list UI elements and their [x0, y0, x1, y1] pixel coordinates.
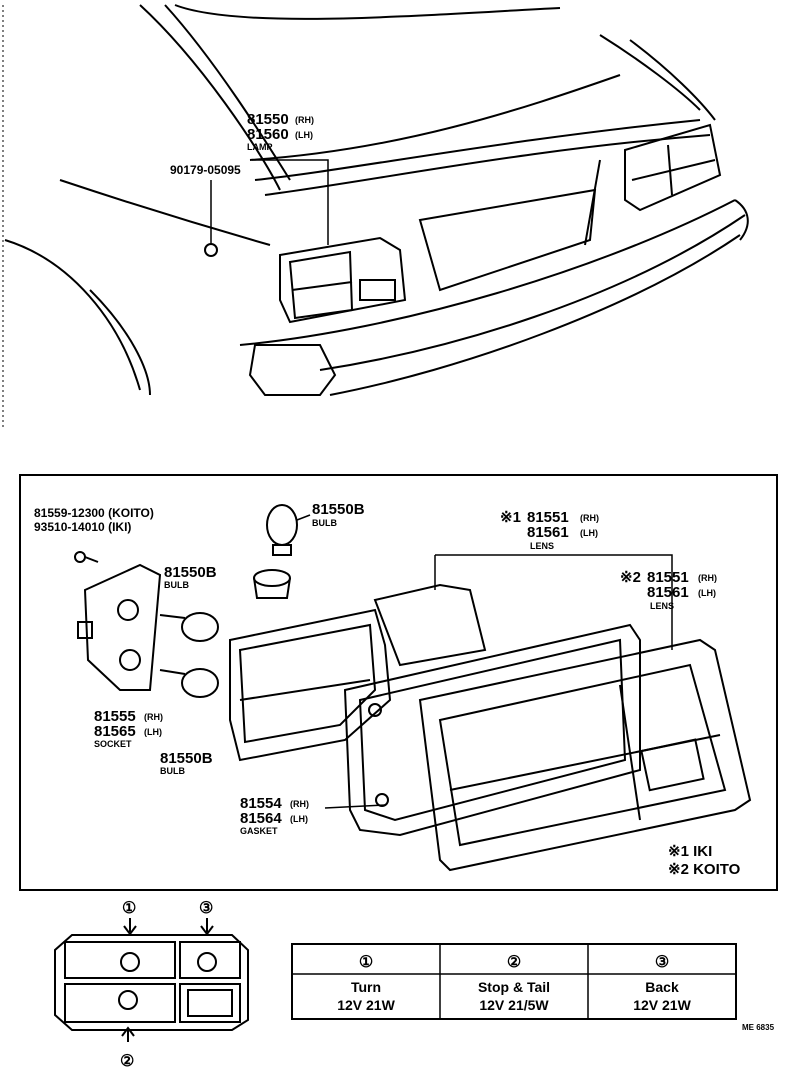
screw-part-label: 90179-05095: [170, 163, 241, 177]
bulb-mid-name: BULB: [164, 580, 189, 590]
legend-koito: ※2 KOITO: [668, 861, 741, 878]
lamp-rh-part: 81550: [247, 111, 289, 128]
callout-3: ③: [199, 900, 213, 917]
table-col3-name: Back: [645, 979, 679, 995]
lens1-mark: ※1: [500, 509, 521, 526]
lamp-face-illustration: [54, 918, 249, 1042]
table-col3-spec: 12V 21W: [633, 997, 691, 1013]
gasket-rh-side: (RH): [290, 799, 309, 809]
screw-iki-label: 93510-14010 (IKI): [34, 520, 131, 534]
lens1-lh-part: 81561: [527, 524, 569, 541]
exploded-view-frame: [19, 474, 778, 891]
table-col3-num: ③: [655, 954, 669, 971]
lens1-rh-part: 81551: [527, 509, 569, 526]
lens1-lh-side: (LH): [580, 528, 598, 538]
table-col2-spec: 12V 21/5W: [479, 997, 549, 1013]
gasket-lh-side: (LH): [290, 814, 308, 824]
lens2-mark: ※2: [620, 569, 641, 586]
socket-rh-part: 81555: [94, 708, 136, 725]
lens2-lh-part: 81561: [647, 584, 689, 601]
table-col1-num: ①: [359, 954, 373, 971]
callout-2: ②: [120, 1053, 134, 1070]
lamp-rh-side: (RH): [295, 115, 314, 125]
bulb-low-part: 81550B: [160, 750, 213, 767]
socket-lh-side: (LH): [144, 727, 162, 737]
socket-rh-side: (RH): [144, 712, 163, 722]
car-rear-illustration: [2, 4, 749, 430]
lens2-lh-side: (LH): [698, 588, 716, 598]
legend-iki: ※1 IKI: [668, 843, 712, 860]
table-col1-name: Turn: [351, 979, 381, 995]
table-col2-name: Stop & Tail: [478, 979, 550, 995]
socket-lh-part: 81565: [94, 723, 136, 740]
exploded-illustration: [74, 504, 752, 872]
lens2-rh-part: 81551: [647, 569, 689, 586]
lens1-rh-side: (RH): [580, 513, 599, 523]
gasket-lh-part: 81564: [240, 810, 282, 827]
lamp-lh-part: 81560: [247, 126, 289, 143]
bulb-table: [291, 943, 737, 1020]
bulb-top-name: BULB: [312, 518, 337, 528]
lens1-name: LENS: [530, 541, 554, 551]
socket-name: SOCKET: [94, 739, 132, 749]
table-col1-spec: 12V 21W: [337, 997, 395, 1013]
lamp-lh-side: (LH): [295, 130, 313, 140]
bulb-low-name: BULB: [160, 766, 185, 776]
gasket-rh-part: 81554: [240, 795, 282, 812]
lens2-rh-side: (RH): [698, 573, 717, 583]
bulb-mid-part: 81550B: [164, 564, 217, 581]
bulb-top-part: 81550B: [312, 501, 365, 518]
callout-1: ①: [122, 900, 136, 917]
screw-koito-label: 81559-12300 (KOITO): [34, 506, 154, 520]
table-col2-num: ②: [507, 954, 521, 971]
gasket-name: GASKET: [240, 826, 278, 836]
lamp-name-label: LAMP: [247, 142, 273, 152]
lens2-name: LENS: [650, 601, 674, 611]
figure-code: ME 6835: [742, 1023, 775, 1032]
